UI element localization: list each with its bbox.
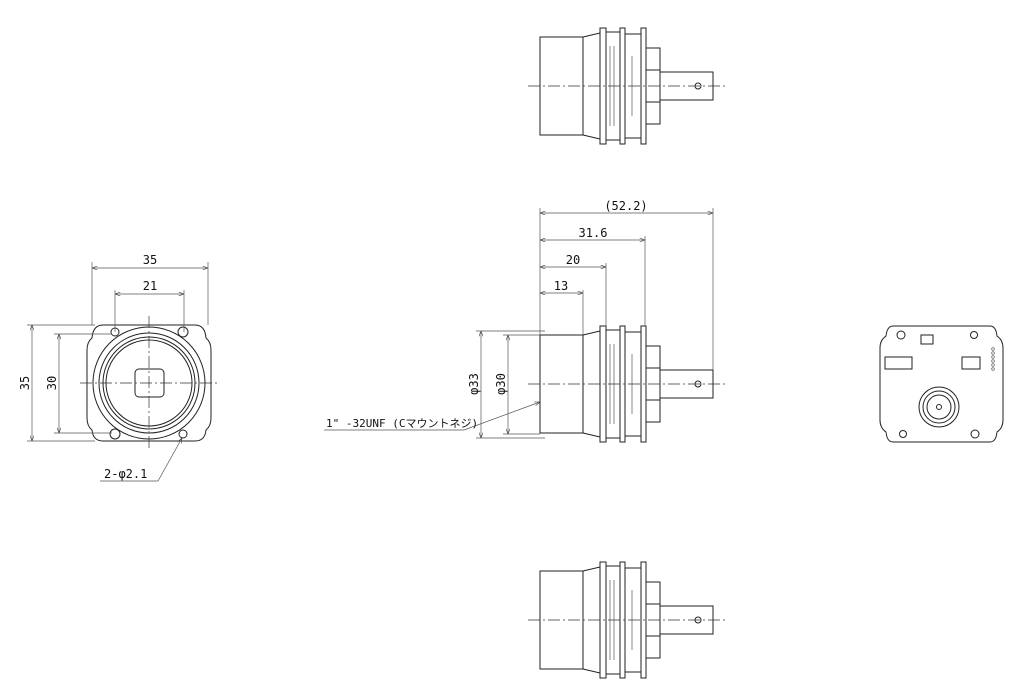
back-view [879,325,1004,443]
screw-icon [896,330,906,340]
dim-diameter-30: φ30 [494,373,508,395]
screw-icon [109,428,121,440]
hole-note: 2-φ2.1 [104,467,147,481]
dim-overall-length: (52.2) [604,199,647,213]
screw-icon [177,326,189,338]
dim-hole-pitch: 21 [143,279,157,293]
back-plate [879,325,1004,443]
front-flange [86,324,212,442]
top-view [527,27,726,145]
mount-hole [899,430,907,438]
side-view: (52.2) 31.6 20 13 φ33 φ30 1" -32UNF (Cマウ… [324,199,726,443]
mount-hole [970,331,978,339]
dim-width: 35 [143,253,157,267]
bottom-view [527,561,726,679]
dim-diameter-33: φ33 [467,373,481,395]
dim-hole-pitch-v: 30 [45,376,59,390]
dim-length-31-6: 31.6 [579,226,608,240]
io-connector-small [961,356,981,370]
bnc-connector [918,386,960,428]
dim-length-13: 13 [554,279,568,293]
front-view: 35 21 35 30 2-φ2.1 [18,253,220,482]
power-connector [920,334,934,345]
dim-length-20: 20 [566,253,580,267]
dim-height: 35 [18,376,32,390]
mount-hole [178,429,188,439]
thread-note: 1" -32UNF (Cマウントネジ) [326,417,478,430]
indicator-dots [991,347,995,371]
screw-icon [970,429,980,439]
io-connector [884,356,913,370]
